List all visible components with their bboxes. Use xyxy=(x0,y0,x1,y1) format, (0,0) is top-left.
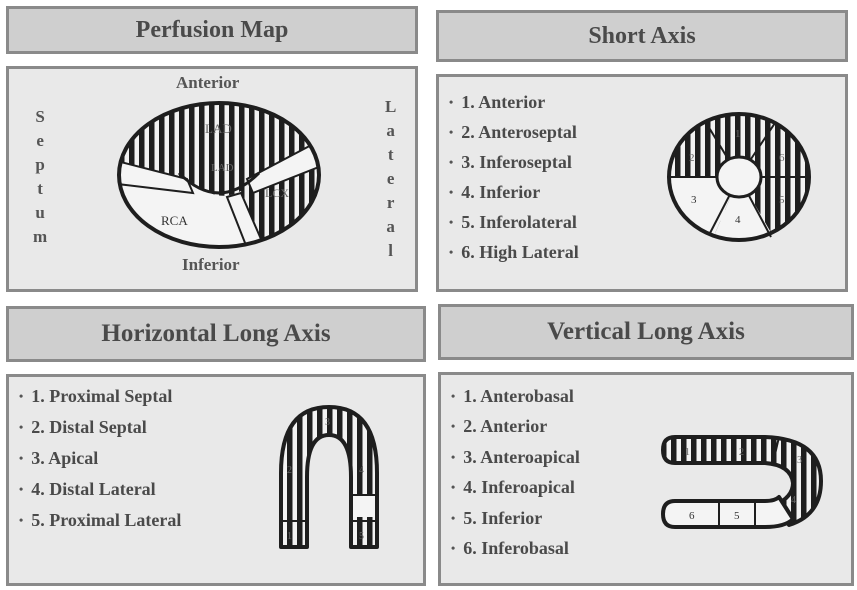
segment-number: 4 xyxy=(791,495,796,506)
horizontal-long-axis-header: Horizontal Long Axis xyxy=(6,306,426,362)
polar-map-diagram: LAD LAD LCX RCA xyxy=(109,93,329,253)
segment-number: 5 xyxy=(734,510,740,522)
list-item: •5. Proximal Lateral xyxy=(19,505,181,536)
list-item: •3. Apical xyxy=(19,443,181,474)
segment-number: 2 xyxy=(689,152,695,164)
perfusion-map-panel: Anterior Inferior S e p t u m L a t e r … xyxy=(6,66,418,292)
vla-inferior-wall xyxy=(663,497,793,527)
short-axis-panel: •1. Anterior •2. Anteroseptal •3. Infero… xyxy=(436,74,848,292)
list-item: •6. High Lateral xyxy=(449,237,579,267)
lad-label: LAD xyxy=(205,121,232,136)
list-item: •5. Inferior xyxy=(451,503,580,534)
perfusion-map-header: Perfusion Map xyxy=(6,6,418,54)
segment-number: 3 xyxy=(797,455,802,466)
list-item: •1. Anterior xyxy=(449,87,579,117)
short-axis-title: Short Axis xyxy=(588,23,695,50)
lateral-label: L a t e r a l xyxy=(385,95,396,263)
segment-number: 6 xyxy=(689,510,695,522)
list-item: •6. Inferobasal xyxy=(451,534,580,565)
vertical-long-axis-header: Vertical Long Axis xyxy=(438,304,854,360)
vertical-long-axis-panel: •1. Anterobasal •2. Anterior •3. Anteroa… xyxy=(438,372,854,586)
lcx-label: LCX xyxy=(265,186,289,200)
segment-number: 1 xyxy=(685,447,690,458)
list-item: •3. Inferoseptal xyxy=(449,147,579,177)
horizontal-long-axis-diagram: 1 2 3 4 5 xyxy=(277,403,381,553)
lad-apex-label: LAD xyxy=(211,162,234,174)
perfusion-map-title: Perfusion Map xyxy=(136,17,289,44)
segment-number: 3 xyxy=(325,417,330,428)
segment-number: 2 xyxy=(739,447,744,458)
list-item: •4. Inferoapical xyxy=(451,473,580,504)
short-axis-cavity xyxy=(717,157,761,197)
segment-number: 1 xyxy=(735,128,741,140)
segment-number: 5 xyxy=(779,194,785,206)
list-item: •1. Proximal Septal xyxy=(19,381,181,412)
horizontal-long-axis-panel: •1. Proximal Septal •2. Distal Septal •3… xyxy=(6,374,426,586)
segment-5-band xyxy=(353,495,375,517)
septum-label: S e p t u m xyxy=(33,105,47,249)
segment-number: 6 xyxy=(779,152,785,164)
segment-number: 3 xyxy=(691,194,697,206)
list-item: •3. Anteroapical xyxy=(451,442,580,473)
list-item: •2. Distal Septal xyxy=(19,412,181,443)
vertical-long-axis-title: Vertical Long Axis xyxy=(547,318,745,346)
vertical-long-axis-list: •1. Anterobasal •2. Anterior •3. Anteroa… xyxy=(451,381,580,564)
short-axis-header: Short Axis xyxy=(436,10,848,62)
horizontal-long-axis-title: Horizontal Long Axis xyxy=(101,320,330,348)
hla-myocardium xyxy=(281,407,377,547)
segment-number: 4 xyxy=(359,465,364,476)
segment-number: 5 xyxy=(359,531,364,542)
segment-number: 4 xyxy=(735,214,741,226)
list-item: •4. Inferior xyxy=(449,177,579,207)
segment-number: 2 xyxy=(287,465,292,476)
horizontal-long-axis-list: •1. Proximal Septal •2. Distal Septal •3… xyxy=(19,381,181,536)
list-item: •2. Anteroseptal xyxy=(449,117,579,147)
list-item: •4. Distal Lateral xyxy=(19,474,181,505)
list-item: •1. Anterobasal xyxy=(451,381,580,412)
inferior-label: Inferior xyxy=(182,255,240,275)
vertical-long-axis-diagram: 1 2 3 4 5 6 xyxy=(661,433,825,533)
short-axis-diagram: 1 2 3 4 5 6 xyxy=(665,111,813,243)
anterior-label: Anterior xyxy=(176,73,239,93)
rca-label: RCA xyxy=(161,213,188,228)
list-item: •5. Inferolateral xyxy=(449,207,579,237)
segment-number: 1 xyxy=(287,531,292,542)
short-axis-list: •1. Anterior •2. Anteroseptal •3. Infero… xyxy=(449,87,579,267)
list-item: •2. Anterior xyxy=(451,412,580,443)
